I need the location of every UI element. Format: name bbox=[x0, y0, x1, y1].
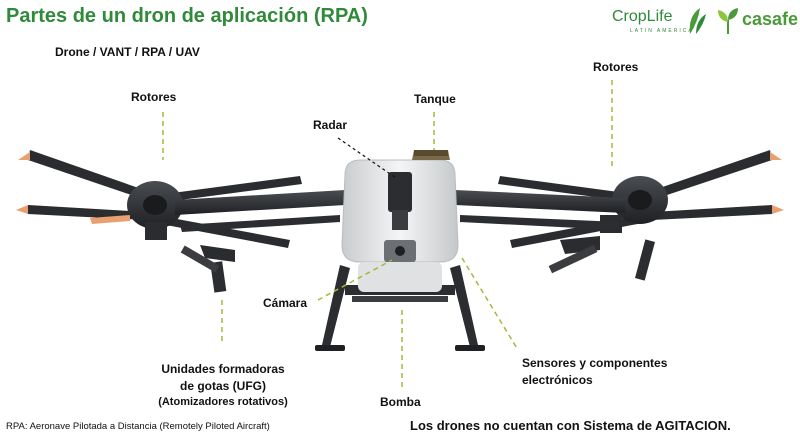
label-sensores-line2: electrónicos bbox=[522, 373, 593, 387]
label-ufg: Unidades formadoras de gotas (UFG) (Atom… bbox=[150, 362, 296, 408]
label-rotores-right: Rotores bbox=[593, 60, 639, 74]
label-sensores: Sensores y componentes electrónicos bbox=[522, 356, 667, 387]
label-rotores-left: Rotores bbox=[131, 90, 177, 104]
croplife-logo-subtext: LATIN AMERICA bbox=[630, 28, 694, 34]
right-arm bbox=[455, 190, 625, 213]
croplife-logo: CropLife LATIN AMERICA bbox=[612, 6, 712, 40]
label-radar: Radar bbox=[313, 118, 348, 132]
leaf-icon bbox=[689, 8, 706, 34]
label-ufg-line3: (Atomizadores rotativos) bbox=[158, 396, 288, 408]
rpa-footnote: RPA: Aeronave Pilotada a Distancia (Remo… bbox=[6, 421, 270, 432]
croplife-logo-text: CropLife bbox=[612, 8, 673, 25]
label-bomba: Bomba bbox=[380, 395, 421, 409]
drone-synonyms: Drone / VANT / RPA / UAV bbox=[55, 45, 200, 59]
central-body bbox=[341, 150, 459, 292]
casafe-logo-text: casafe bbox=[742, 9, 799, 29]
right-rotor-group bbox=[498, 150, 784, 281]
label-ufg-line2: de gotas (UFG) bbox=[180, 379, 266, 393]
label-camara: Cámara bbox=[263, 296, 308, 310]
label-ufg-line1: Unidades formadoras bbox=[161, 362, 285, 376]
leader-lines bbox=[162, 80, 613, 390]
label-tanque: Tanque bbox=[414, 92, 456, 106]
page-title: Partes de un dron de aplicación (RPA) bbox=[6, 5, 368, 27]
sprout-icon bbox=[718, 8, 738, 34]
label-sensores-line1: Sensores y componentes bbox=[522, 356, 668, 370]
casafe-logo: casafe bbox=[716, 4, 799, 38]
left-rotor-group bbox=[16, 150, 302, 293]
left-arm bbox=[175, 190, 345, 215]
agitation-note: Los drones no cuentan con Sistema de AGI… bbox=[410, 418, 731, 433]
